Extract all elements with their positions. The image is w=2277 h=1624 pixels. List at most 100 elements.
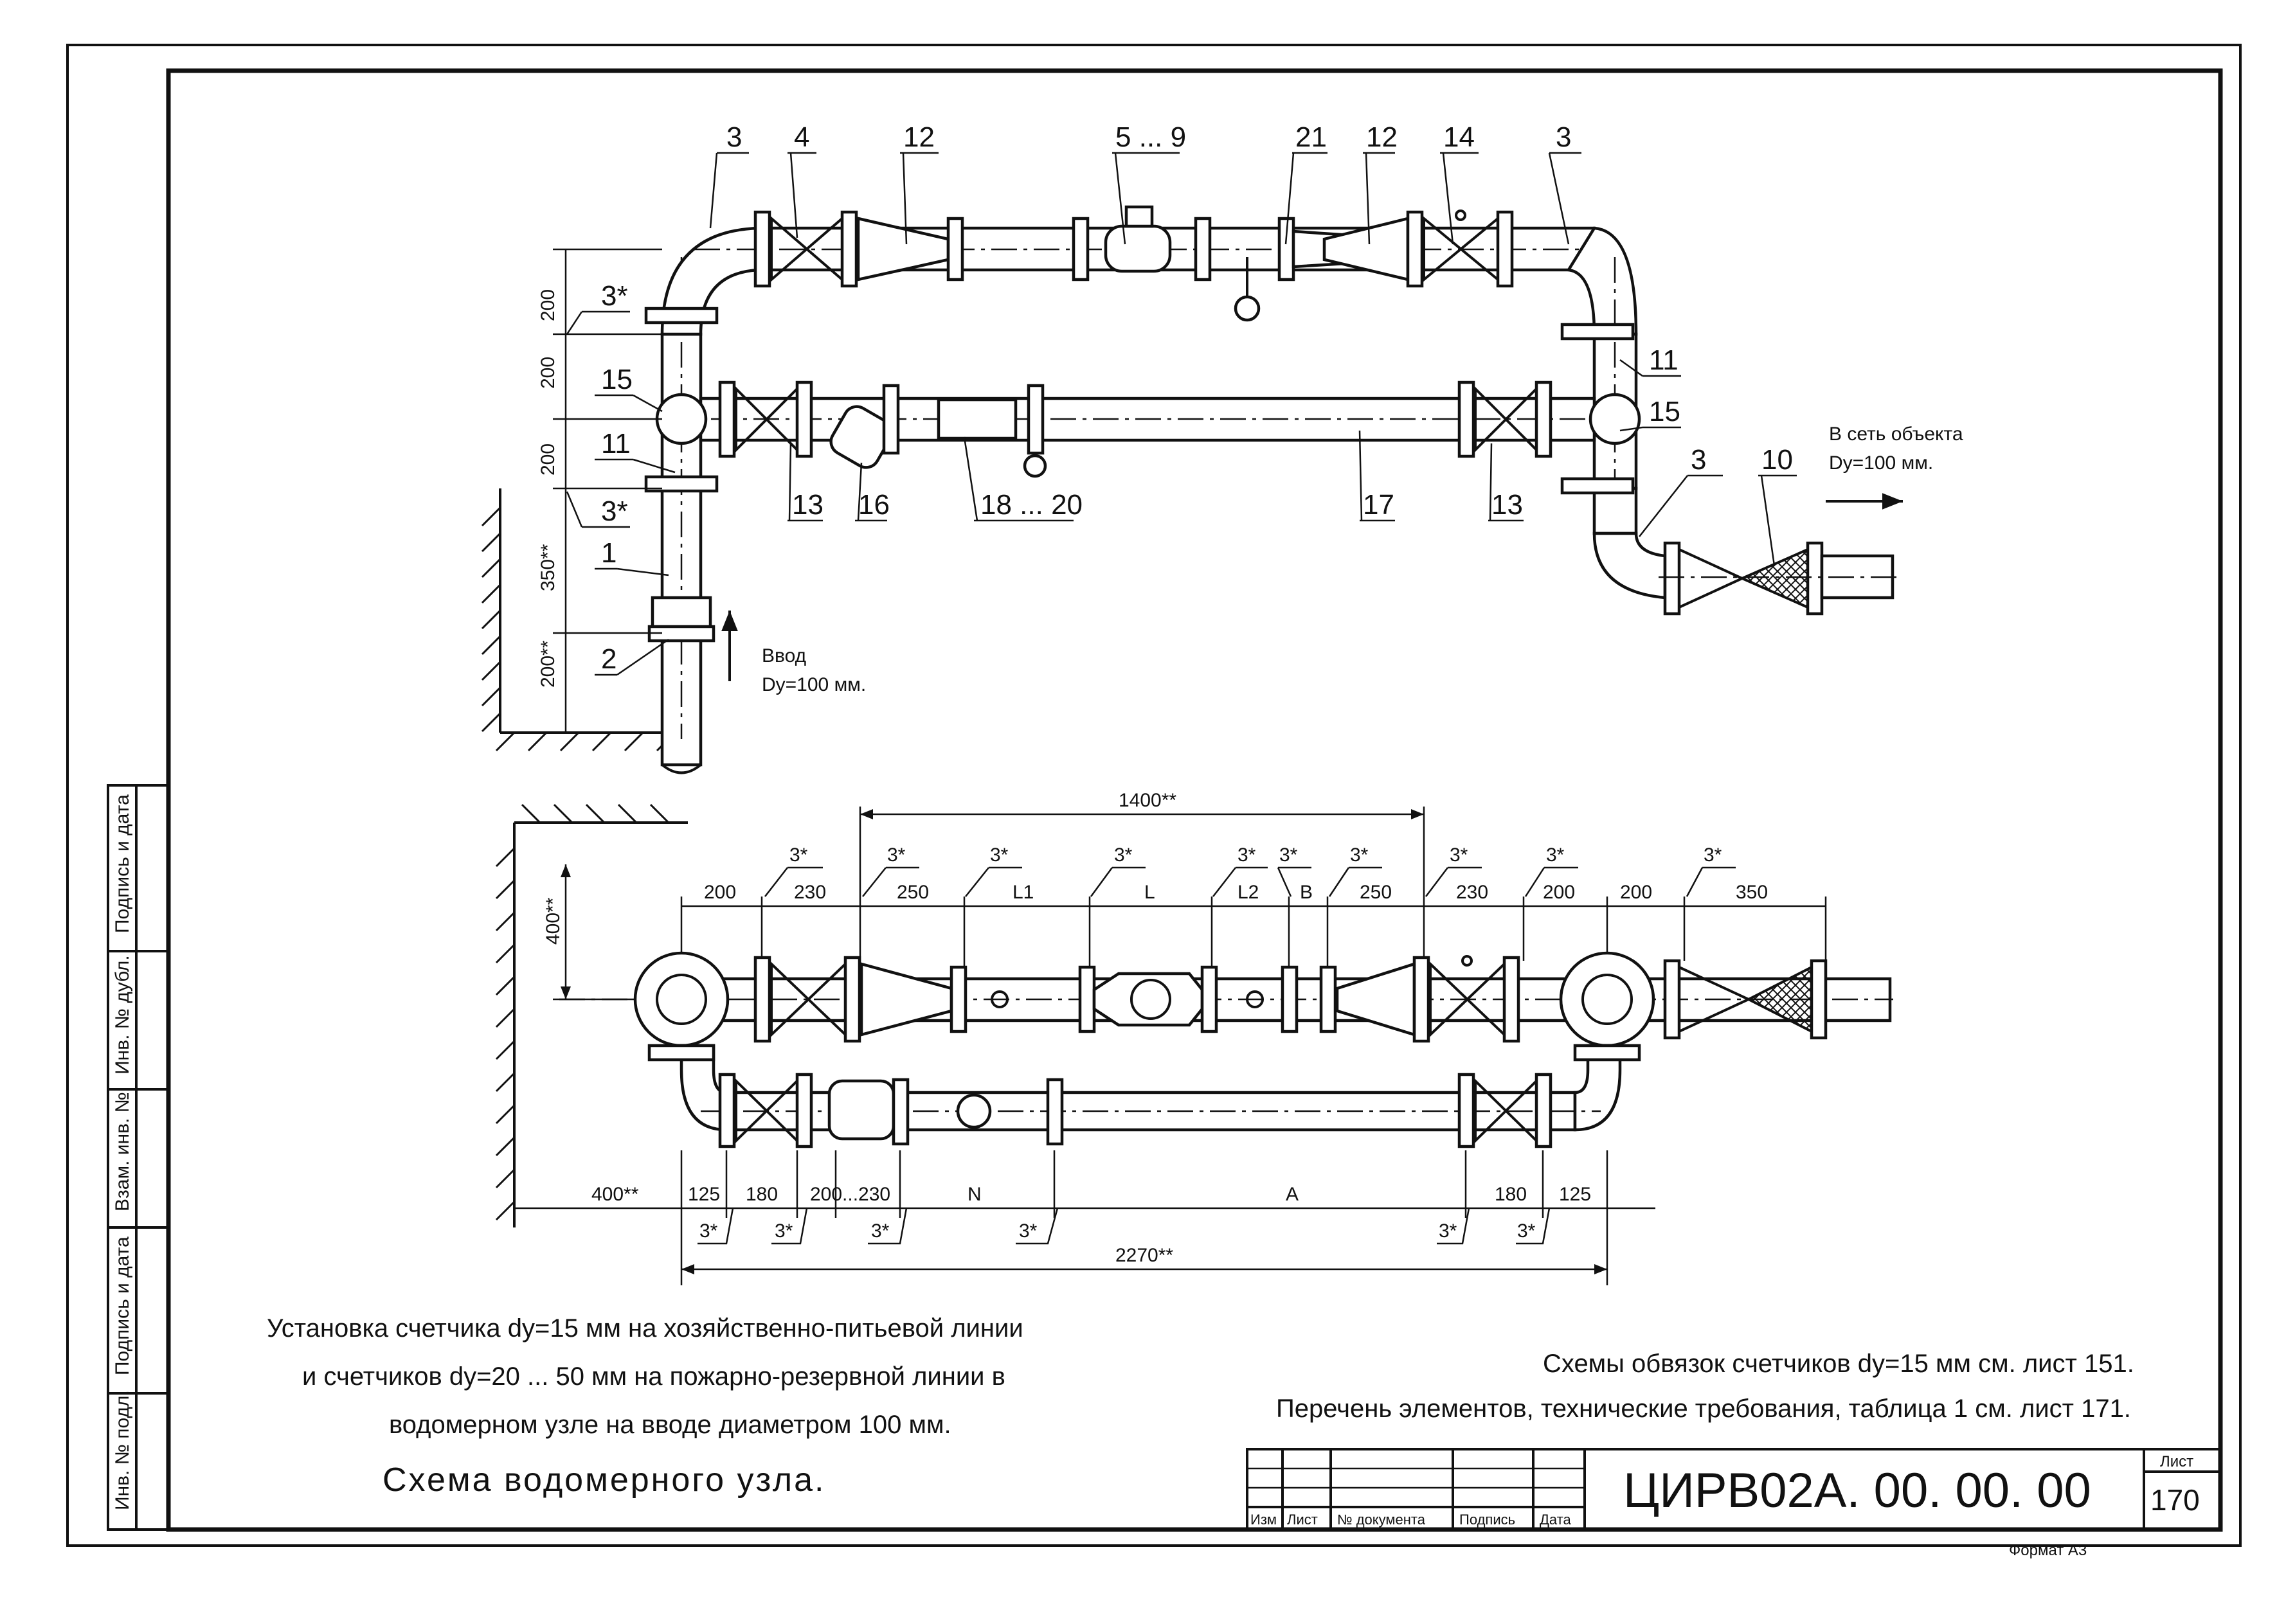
- dim-bot-200-230: 200...230: [810, 1184, 890, 1205]
- mark-bot-3: 3*: [871, 1220, 890, 1242]
- tb-header-list: Лист: [1287, 1512, 1318, 1528]
- callout-3-c: 3: [1691, 444, 1706, 476]
- callout-16: 16: [858, 489, 890, 521]
- callout-5-9: 5 ... 9: [1115, 121, 1186, 153]
- dim-top-200-a: 200: [704, 882, 736, 903]
- mark-top-3: 3*: [990, 844, 1009, 866]
- vdim-2: 200: [537, 357, 559, 389]
- callout-labels-top: 3 4 12 5 ... 9 21 12 14 3 3* 15 11 3* 1: [566, 121, 1797, 676]
- mark-top-2: 3*: [887, 844, 906, 866]
- dim-top-B: B: [1300, 882, 1313, 903]
- tb-header-doc: № документа: [1337, 1512, 1426, 1528]
- inlet-label-line1: Ввод: [762, 645, 806, 666]
- callout-18-20: 18 ... 20: [980, 489, 1083, 521]
- callout-13-a: 13: [792, 489, 824, 521]
- inner-frame: [166, 68, 2223, 1532]
- callout-3star-b: 3*: [601, 495, 628, 527]
- dim-top-L: L: [1144, 882, 1155, 903]
- callout-13-b: 13: [1491, 489, 1523, 521]
- callout-12-a: 12: [903, 121, 935, 153]
- tb-header-date: Дата: [1540, 1512, 1571, 1528]
- sheet-number: 170: [2150, 1483, 2200, 1517]
- vdim-3: 200: [537, 443, 559, 476]
- caption-line-2: и счетчиков dy=20 ... 50 мм на пожарно-р…: [302, 1362, 1005, 1391]
- callout-12-b: 12: [1366, 121, 1398, 153]
- dim-bot-A: A: [1286, 1184, 1299, 1205]
- mark-top-9: 3*: [1546, 844, 1565, 866]
- side-label-3: Взам. инв. №: [112, 1092, 133, 1211]
- dim-bot-180-a: 180: [746, 1184, 778, 1205]
- dim-top-L2: L2: [1238, 882, 1259, 903]
- callout-14: 14: [1443, 121, 1475, 153]
- callout-15-a: 15: [601, 364, 633, 395]
- outlet-label-line1: В сеть объекта: [1829, 424, 1963, 445]
- dim-bot-400: 400**: [591, 1184, 639, 1205]
- dim-1400: 1400**: [1119, 790, 1176, 811]
- callout-10: 10: [1761, 444, 1793, 476]
- mark-top-4: 3*: [1114, 844, 1133, 866]
- vdim-1: 200: [537, 289, 559, 321]
- dim-bot-180-b: 180: [1495, 1184, 1527, 1205]
- mark-bot-6: 3*: [1517, 1220, 1536, 1242]
- vdim-4: 350**: [537, 544, 559, 591]
- callout-3star-a: 3*: [601, 280, 628, 312]
- callout-11-b: 11: [1649, 344, 1679, 376]
- side-label-1: Подпись и дата: [112, 794, 133, 933]
- tb-header-izm: Изм: [1250, 1512, 1277, 1528]
- dim-bot-125-b: 125: [1559, 1184, 1591, 1205]
- note-line-2: Перечень элементов, технические требован…: [1276, 1395, 2131, 1423]
- top-view-schematic: 200 200 200 350** 200** 3 4 12 5 ... 9 2…: [481, 121, 1963, 774]
- callout-21: 21: [1295, 121, 1327, 153]
- mark-top-7: 3*: [1350, 844, 1369, 866]
- note-line-1: Схемы обвязок счетчиков dy=15 мм см. лис…: [1543, 1350, 2134, 1378]
- side-label-2: Инв. № дубл.: [112, 955, 133, 1075]
- callout-3-b: 3: [1556, 121, 1571, 153]
- caption-line-3: водомерном узле на вводе диаметром 100 м…: [389, 1411, 951, 1439]
- mark-bot-1: 3*: [699, 1220, 718, 1242]
- outer-frame: [66, 44, 2242, 1547]
- bottom-view-schematic: 1400** 400** 200 230 250 L1 L L2 B 2: [495, 790, 1893, 1285]
- mark-top-10: 3*: [1704, 844, 1722, 866]
- callout-2: 2: [601, 643, 616, 675]
- callout-11-a: 11: [601, 428, 631, 460]
- dim-top-L1: L1: [1013, 882, 1034, 903]
- side-strip: Подпись и дата Инв. № дубл. Взам. инв. №…: [107, 784, 170, 1531]
- inlet-label-line2: Dy=100 мм.: [762, 674, 866, 695]
- callout-4: 4: [794, 121, 809, 153]
- dim-top-200-b: 200: [1543, 882, 1575, 903]
- mark-bot-5: 3*: [1439, 1220, 1457, 1242]
- mark-top-1: 3*: [789, 844, 808, 866]
- dim-bot-125-a: 125: [688, 1184, 720, 1205]
- mark-top-8: 3*: [1450, 844, 1468, 866]
- caption-line-1: Установка счетчика dy=15 мм на хозяйстве…: [267, 1314, 1023, 1343]
- callout-1: 1: [601, 537, 616, 569]
- side-label-5: Инв. № подл.: [112, 1390, 133, 1510]
- mark-top-6: 3*: [1279, 844, 1298, 866]
- dim-400-vertical: 400**: [543, 897, 564, 945]
- callout-3-a: 3: [726, 121, 742, 153]
- tb-header-sign: Подпись: [1459, 1512, 1515, 1528]
- format-label: Формат А3: [2009, 1542, 2087, 1559]
- dim-top-250-b: 250: [1360, 882, 1392, 903]
- mark-bot-2: 3*: [775, 1220, 793, 1242]
- dim-top-200-c: 200: [1620, 882, 1652, 903]
- mark-bot-4: 3*: [1019, 1220, 1038, 1242]
- wall-hatch-bottom: [495, 803, 688, 1227]
- wall-hatch-top: [481, 488, 676, 752]
- outlet-label-line2: Dy=100 мм.: [1829, 452, 1933, 474]
- callout-15-b: 15: [1649, 396, 1680, 427]
- mark-top-5: 3*: [1238, 844, 1256, 866]
- callout-17: 17: [1363, 489, 1394, 521]
- dim-2270: 2270**: [1115, 1245, 1173, 1266]
- vdim-5: 200**: [537, 640, 559, 688]
- dim-bot-N: N: [968, 1184, 982, 1205]
- dim-top-250-a: 250: [897, 882, 929, 903]
- side-label-4: Подпись и дата: [112, 1236, 133, 1375]
- title-block: Изм Лист № документа Подпись Дата ЦИРВ02…: [1246, 1448, 2222, 1559]
- dim-top-230-b: 230: [1456, 882, 1488, 903]
- dim-top-350: 350: [1736, 882, 1768, 903]
- dim-top-230-a: 230: [794, 882, 826, 903]
- schema-title: Схема водомерного узла.: [382, 1461, 825, 1499]
- doc-code: ЦИРВ02А. 00. 00. 00: [1623, 1463, 2091, 1518]
